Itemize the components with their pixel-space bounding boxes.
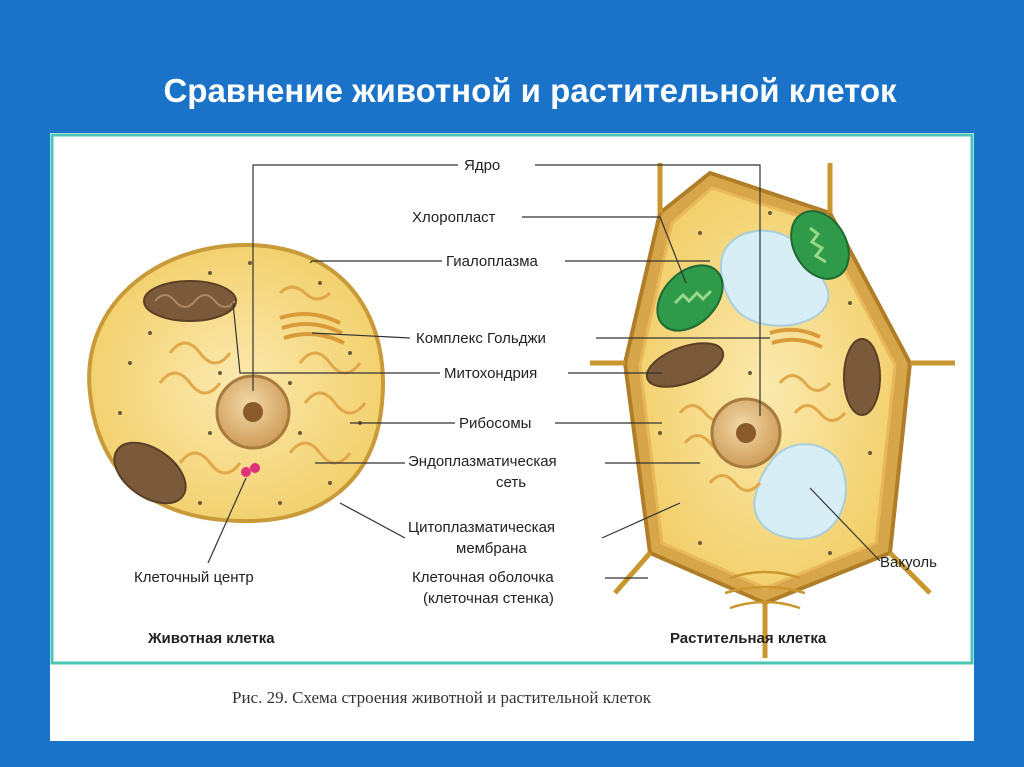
- label-nucleus: Ядро: [464, 157, 500, 174]
- plant-plasmodesmata: [724, 570, 806, 610]
- label-hyaloplasm: Гиалоплазма: [446, 253, 539, 270]
- label-wall-line1: Клеточная оболочка: [412, 569, 554, 586]
- figure-caption: Рис. 29. Схема строения животной и расти…: [232, 688, 652, 707]
- animal-golgi: [279, 312, 345, 345]
- label-chloroplast: Хлоропласт: [412, 209, 496, 226]
- label-golgi: Комплекс Гольджи: [416, 330, 546, 347]
- slide-title: Сравнение животной и растительной клеток: [163, 72, 897, 109]
- plant-golgi: [769, 327, 823, 349]
- animal-centriole-1: [241, 467, 251, 477]
- plant-ribosomes: [658, 211, 872, 555]
- label-er-line2: сеть: [496, 474, 526, 491]
- animal-ribosomes: [118, 261, 362, 505]
- animal-cell-label: Животная клетка: [147, 630, 275, 647]
- label-vacuole: Вакуоль: [880, 554, 937, 571]
- plant-nucleolus: [736, 423, 756, 443]
- plant-neighbor-walls: [590, 163, 955, 658]
- animal-nucleolus: [243, 402, 263, 422]
- plant-chloroplast-1: [790, 210, 850, 280]
- cell-diagram: botan.co Ядро Хлоропласт Гиалоплазм: [50, 133, 974, 707]
- label-er-line1: Эндоплазматическая: [408, 453, 557, 470]
- label-membrane-line2: мембрана: [456, 540, 527, 557]
- plant-mitochondrion-1: [645, 342, 725, 388]
- animal-mitochondrion-1: [143, 280, 237, 322]
- animal-cell: [87, 242, 385, 524]
- animal-er: [158, 285, 367, 475]
- label-membrane-line1: Цитоплазматическая: [408, 519, 555, 536]
- plant-cell: [590, 163, 955, 658]
- label-cell-center: Клеточный центр: [134, 569, 254, 586]
- plant-cell-label: Растительная клетка: [670, 630, 827, 647]
- animal-centriole-2: [250, 463, 260, 473]
- plant-vacuole-2: [753, 443, 847, 540]
- label-mitochondria: Митохондрия: [444, 365, 537, 382]
- animal-mitochondrion-2: [113, 441, 187, 505]
- label-wall-line2: (клеточная стенка): [423, 590, 554, 607]
- plant-mitochondrion-2: [843, 338, 881, 416]
- watermark: botan.co: [385, 409, 554, 458]
- label-ribosomes: Рибосомы: [459, 415, 531, 432]
- plant-er: [678, 374, 847, 492]
- leader-lines: [207, 164, 881, 579]
- figure-panel: botan.co Ядро Хлоропласт Гиалоплазм: [50, 133, 974, 741]
